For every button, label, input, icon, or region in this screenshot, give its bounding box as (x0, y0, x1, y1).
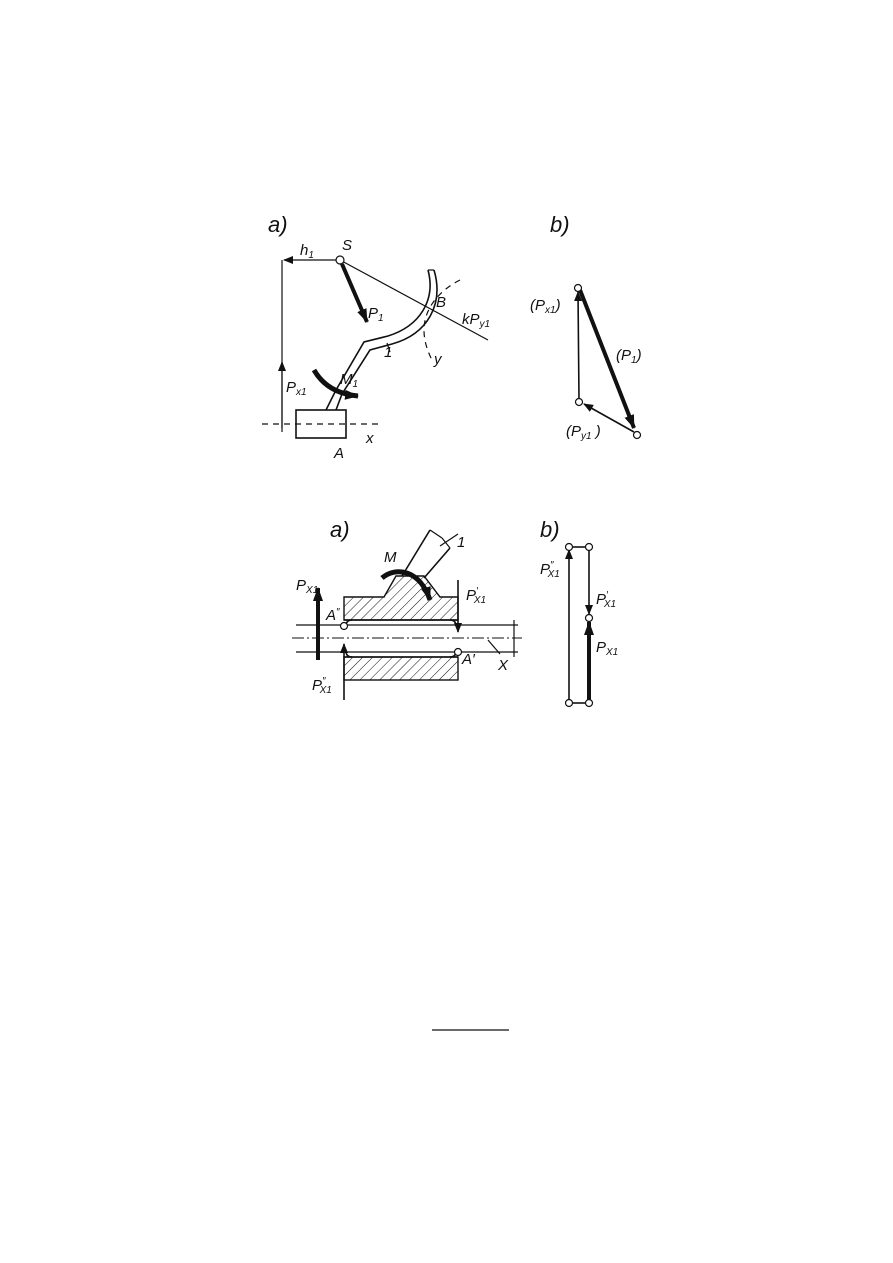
triangle-P1-vector (578, 289, 636, 429)
P1-force-arrow (340, 263, 369, 323)
fig2-M-moment-arrow (380, 569, 433, 601)
P1-label: P1 (368, 305, 384, 324)
fig1-panel-a-label: a) (268, 212, 288, 237)
fig2-hub-diagram: 1 M PX1 P′X1 P″X1 A″ A′ X (292, 529, 522, 700)
fig2-force-polygon: P″X1 P′X1 PX1 (540, 542, 618, 708)
fig2-panel-a-label: a) (330, 517, 350, 542)
polygon-Pdoubleprime-label: P″X1 (540, 560, 560, 580)
figure-2: a) b) 1 M (292, 517, 618, 708)
A-doubleprime-label: A″ (325, 607, 340, 624)
polygon-node-bottom-left (564, 698, 574, 708)
polygon-Px1-label: PX1 (596, 639, 618, 658)
bore-corners (345, 619, 457, 658)
x-axis-label: x (365, 430, 374, 447)
arm-left-edge (401, 529, 431, 577)
A-prime-label: A′ (461, 651, 476, 668)
triangle-Px1-vector (574, 291, 583, 401)
fig2-M-label: M (384, 549, 397, 566)
lever-outline-outer (325, 269, 431, 411)
fig2-member-1-label: 1 (457, 534, 465, 551)
arm-break-2 (441, 537, 451, 549)
S-label: S (342, 237, 352, 254)
fig1-panel-b-label: b) (550, 212, 570, 237)
polygon-node-bottom-right (584, 698, 594, 708)
hub-lower-section (343, 656, 459, 681)
h1-label: h1 (300, 242, 314, 261)
triangle-node-top (573, 283, 583, 293)
Pdoubleprime-x1-label: P″X1 (312, 676, 332, 696)
polygon-node-top-right (584, 542, 594, 552)
lever-member-1-leader (386, 342, 391, 353)
polygon-node-top-left (564, 542, 574, 552)
arm-right-edge (423, 547, 451, 579)
hub-bore-lines (344, 619, 458, 658)
M1-moment-arrow (311, 368, 359, 400)
y-label: y (433, 351, 443, 368)
B-label: B (436, 294, 446, 311)
figure-1: a) b) h1 S kPy1 y B 1 x A (262, 212, 642, 462)
A-label: A (333, 445, 344, 462)
triangle-node-right (632, 430, 642, 440)
triangle-Px1-label: (Px1) (530, 297, 561, 316)
triangle-node-left (574, 397, 584, 407)
A-doubleprime-node (339, 621, 349, 631)
fig2-panel-b-label: b) (540, 517, 560, 542)
Pprime-x1-label: P′X1 (466, 586, 486, 606)
triangle-P1-label: (P1) (616, 347, 642, 366)
hub-upper-section (343, 575, 459, 621)
polygon-Pprime-label: P′X1 (596, 590, 616, 610)
M1-label: M1 (340, 371, 358, 390)
X-axis-label: X (497, 657, 509, 674)
member-1-label: 1 (384, 344, 392, 361)
X-axis-leader (487, 639, 501, 655)
kPy1-label: kPy1 (462, 311, 490, 330)
arm-1-leader (439, 533, 459, 547)
polygon-node-mid (584, 613, 594, 623)
triangle-Py1-label: (Py1 ) (566, 423, 601, 442)
kPy1-line-of-action (339, 259, 489, 341)
lever-outline-inner (335, 269, 438, 411)
triangle-Py1-vector (583, 403, 635, 433)
fig1-lever-diagram: h1 S kPy1 y B 1 x A Px1 P1 (262, 237, 490, 462)
S-node (335, 255, 345, 265)
fig1-force-triangle: (Px1) (P1) (Py1 ) (530, 283, 642, 442)
Px1-left-label: PX1 (296, 577, 318, 596)
A-prime-node (453, 647, 463, 657)
Px1-label: Px1 (286, 379, 307, 398)
arm-break-1 (429, 529, 443, 539)
